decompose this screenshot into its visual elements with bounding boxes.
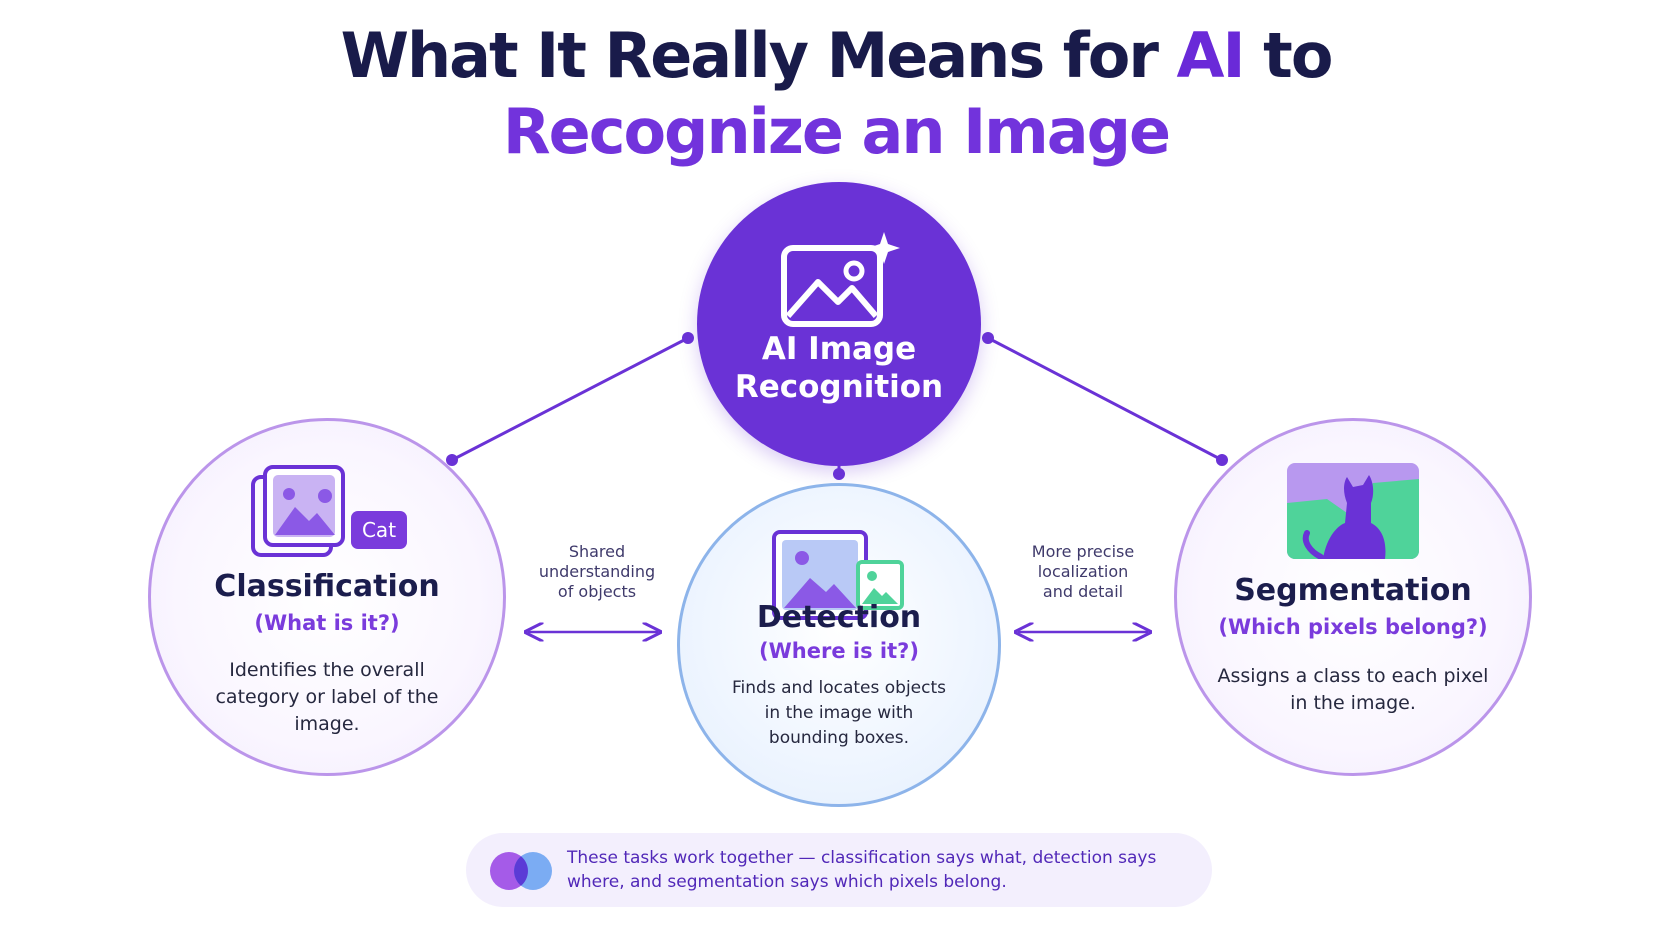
connector-dot <box>833 468 845 480</box>
hub-ai-image-recognition: AI Image Recognition <box>697 182 981 466</box>
segmentation-description: Assigns a class to each pixel in the ima… <box>1217 665 1489 714</box>
node-detection: Detection (Where is it?) Finds and locat… <box>677 483 1001 807</box>
title-line-1: What It Really Means for AI to <box>340 19 1334 92</box>
summary-text: These tasks work together — classificati… <box>567 848 1157 892</box>
node-segmentation: Segmentation (Which pixels belong?) Assi… <box>1174 418 1532 776</box>
summary-banner: These tasks work together — classificati… <box>466 833 1212 907</box>
cat-mask-icon <box>1287 463 1419 563</box>
image-sparkle-icon <box>780 232 900 332</box>
detection-title: Detection <box>756 600 922 635</box>
relation-note-right: More precise localization and detail <box>1031 542 1135 601</box>
cat-tag-text: Cat <box>362 518 396 542</box>
page-title: What It Really Means for AI to Recognize… <box>0 18 1672 170</box>
title-line-2: Recognize an Image <box>502 95 1171 168</box>
connector-hub-segmentation <box>987 336 1223 462</box>
bounding-box-image-icon <box>772 528 908 628</box>
classification-title: Classification <box>214 569 440 604</box>
connector-dot <box>446 454 458 466</box>
connector-hub-classification <box>451 336 689 462</box>
title-accent: AI <box>1176 19 1246 92</box>
segmentation-question: (Which pixels belong?) <box>1218 615 1488 639</box>
connector-dot <box>682 332 694 344</box>
image-label-icon: Cat <box>251 463 411 565</box>
hub-label: AI Image Recognition <box>734 331 944 405</box>
connector-dot <box>982 332 994 344</box>
venn-icon <box>488 850 554 896</box>
connector-dot <box>1216 454 1228 466</box>
relation-note-left: Shared understanding of objects <box>538 542 656 601</box>
detection-question: (Where is it?) <box>759 639 919 663</box>
classification-description: Identifies the overall category or label… <box>215 659 439 735</box>
classification-question: (What is it?) <box>254 611 400 635</box>
segmentation-title: Segmentation <box>1234 573 1472 608</box>
detection-description: Finds and locates objects in the image w… <box>732 678 946 748</box>
node-classification: Cat Classification (What is it?) Identif… <box>148 418 506 776</box>
